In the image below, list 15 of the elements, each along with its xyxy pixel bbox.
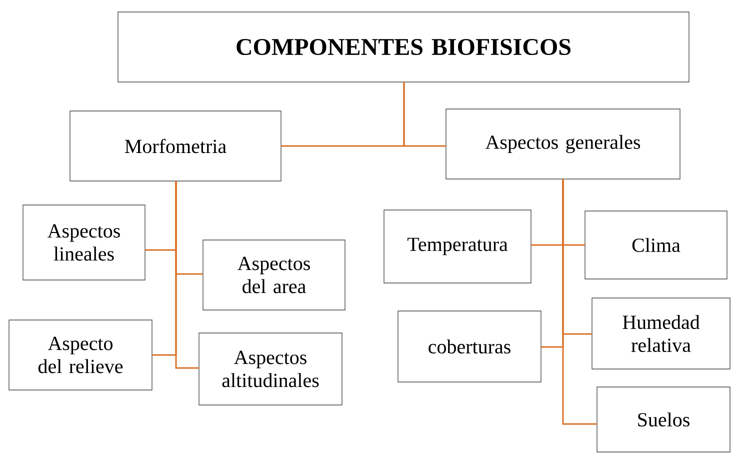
category-box: Aspectos altitudinales (198, 332, 342, 406)
connector (403, 82, 446, 147)
category-box: Aspecto del relieve (8, 320, 152, 390)
category-box: Temperatura (384, 210, 532, 284)
connector (175, 181, 199, 369)
category-box: Suelos (596, 386, 730, 452)
category-box: Morfometria (70, 110, 282, 182)
category-box: Clima (584, 210, 728, 280)
category-box: Aspectos lineales (22, 204, 146, 280)
category-box: Aspectos del area (202, 240, 346, 310)
category-box: coberturas (398, 310, 542, 382)
category-box: Aspectos generales (446, 108, 680, 180)
title-box: COMPONENTES BIOFISICOS (118, 12, 690, 82)
connector (562, 179, 597, 425)
category-box: Humedad relativa (592, 298, 730, 370)
